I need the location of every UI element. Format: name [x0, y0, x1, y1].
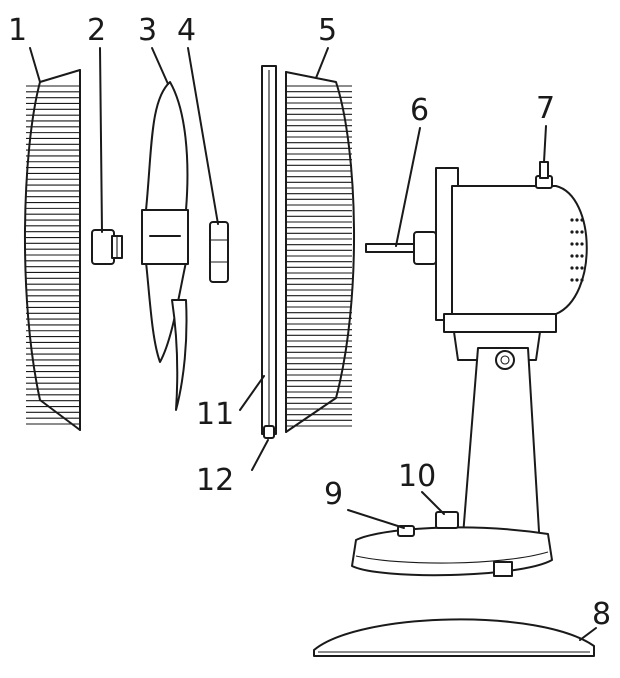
vent-hole — [570, 218, 574, 222]
callout-11: 11 — [196, 397, 235, 432]
vent-hole — [580, 218, 584, 222]
ring-screw — [263, 425, 275, 439]
rear-grille — [285, 71, 355, 433]
callout-7: 7 — [536, 91, 556, 126]
vent-hole — [580, 254, 584, 258]
callout-3: 3 — [138, 13, 158, 48]
callout-10: 10 — [398, 459, 437, 494]
vent-hole — [575, 254, 579, 258]
callout-6: 6 — [410, 93, 430, 128]
callout-4: 4 — [177, 13, 197, 48]
vent-hole — [580, 230, 584, 234]
vent-hole — [580, 242, 584, 246]
motor-shaft — [365, 231, 437, 265]
callout-2: 2 — [87, 13, 107, 48]
callout-12: 12 — [196, 463, 235, 498]
fan-blade — [141, 81, 189, 411]
oscillation-knob — [535, 161, 553, 189]
stand-pole — [461, 347, 541, 549]
vent-hole — [575, 218, 579, 222]
base-housing — [351, 526, 553, 577]
callout-5: 5 — [318, 13, 338, 48]
base-plate — [313, 618, 595, 657]
vent-hole — [575, 230, 579, 234]
callout-8: 8 — [592, 597, 612, 632]
blade-nut — [209, 221, 229, 283]
front-grille — [24, 69, 81, 431]
vent-hole — [580, 278, 584, 282]
vent-hole — [570, 278, 574, 282]
vent-hole — [580, 266, 584, 270]
grille-ring — [261, 65, 277, 435]
callout-1: 1 — [8, 13, 28, 48]
spinner-nut — [91, 229, 123, 265]
vent-hole — [575, 266, 579, 270]
vent-hole — [575, 278, 579, 282]
motor-housing — [435, 167, 588, 361]
switch-button — [435, 511, 459, 529]
callout-9: 9 — [324, 477, 344, 512]
vent-hole — [570, 254, 574, 258]
vent-hole — [570, 242, 574, 246]
vent-hole — [570, 230, 574, 234]
vent-hole — [570, 266, 574, 270]
leader-lines — [29, 47, 597, 641]
speed-switch — [397, 525, 415, 537]
vent-hole — [575, 242, 579, 246]
